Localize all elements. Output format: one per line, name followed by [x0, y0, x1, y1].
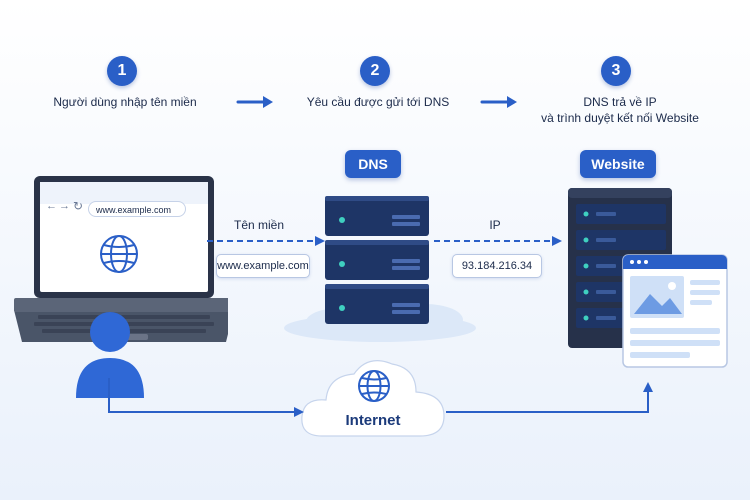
step-3-label-line-1: DNS trả về IP	[583, 95, 657, 109]
url-bar[interactable]: www.example.com	[88, 201, 186, 217]
ip-flow-label: IP	[489, 218, 501, 232]
step-2-label: Yêu cầu được gửi tới DNS	[306, 95, 450, 109]
internet-globe-icon	[358, 370, 390, 402]
internet-label: Internet	[345, 412, 401, 429]
step-arrow-2-icon	[480, 96, 517, 108]
forward-arrow-icon[interactable]: →	[59, 200, 70, 212]
step-3-label: DNS trả về IP và trình duyệt kết nối Web…	[520, 94, 720, 126]
website-window-icon	[622, 254, 728, 368]
back-arrow-icon[interactable]: ←	[46, 200, 57, 212]
domain-flow-arrow-icon	[207, 236, 325, 246]
website-tag: Website	[580, 150, 656, 178]
step-arrow-1-icon	[236, 96, 273, 108]
dns-tag: DNS	[345, 150, 401, 178]
internet-connection-lines	[108, 378, 653, 417]
step-1-number: 1	[107, 56, 137, 86]
step-1-label: Người dùng nhập tên miền	[53, 95, 197, 109]
step-2-number: 2	[360, 56, 390, 86]
ip-flow-arrow-icon	[434, 236, 562, 246]
domain-flow-label: Tên miền	[233, 218, 285, 232]
domain-value-chip: www.example.com	[216, 254, 310, 278]
dns-server-icon	[284, 196, 476, 342]
reload-icon[interactable]: ↻	[73, 199, 84, 213]
ip-value-chip: 93.184.216.34	[452, 254, 542, 278]
globe-icon	[100, 235, 138, 273]
step-3-label-line-2: và trình duyệt kết nối Website	[541, 111, 699, 125]
step-3-number: 3	[601, 56, 631, 86]
